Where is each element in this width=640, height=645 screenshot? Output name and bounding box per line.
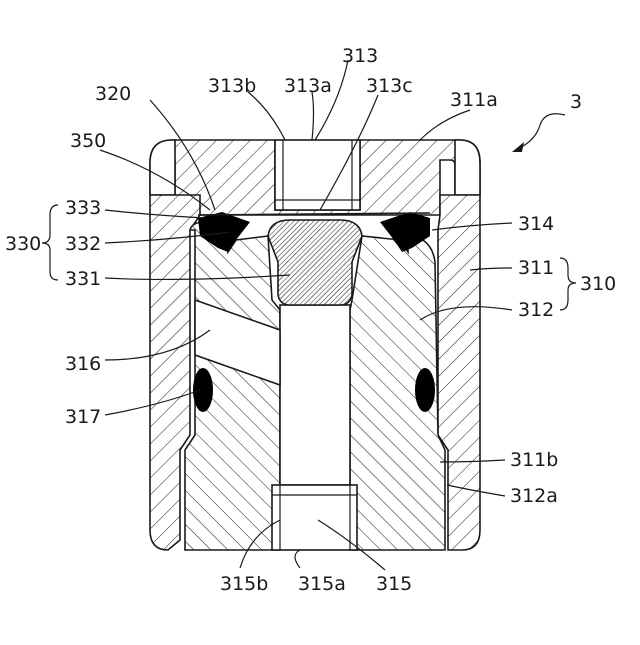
housing-right-notch — [455, 140, 480, 195]
valve-element-331 — [268, 220, 362, 305]
label-315b: 315b — [220, 573, 268, 595]
label-313: 313 — [342, 45, 378, 67]
label-3: 3 — [570, 91, 582, 113]
label-313c: 313c — [366, 75, 413, 97]
label-330: 330 — [5, 233, 41, 255]
reference-arrow-3 — [512, 114, 565, 152]
label-315a: 315a — [298, 573, 346, 595]
housing-left-notch — [150, 140, 175, 195]
label-312a: 312a — [510, 485, 558, 507]
upper-threaded-bore-313 — [275, 140, 360, 210]
label-333: 333 — [65, 197, 101, 219]
label-314: 314 — [518, 213, 554, 235]
label-311a: 311a — [450, 89, 498, 111]
label-331: 331 — [65, 268, 101, 290]
label-313a: 313a — [284, 75, 332, 97]
valve-head — [268, 220, 362, 305]
central-bore — [280, 305, 350, 485]
label-315: 315 — [376, 573, 412, 595]
label-320: 320 — [95, 83, 131, 105]
label-317: 317 — [65, 406, 101, 428]
label-311b: 311b — [510, 449, 558, 471]
label-313b: 313b — [208, 75, 256, 97]
o-ring-right — [415, 368, 435, 412]
label-312: 312 — [518, 299, 554, 321]
label-310: 310 — [580, 273, 616, 295]
label-332: 332 — [65, 233, 101, 255]
label-311: 311 — [518, 257, 554, 279]
label-316: 316 — [65, 353, 101, 375]
label-350: 350 — [70, 130, 106, 152]
o-ring-left — [193, 368, 213, 412]
